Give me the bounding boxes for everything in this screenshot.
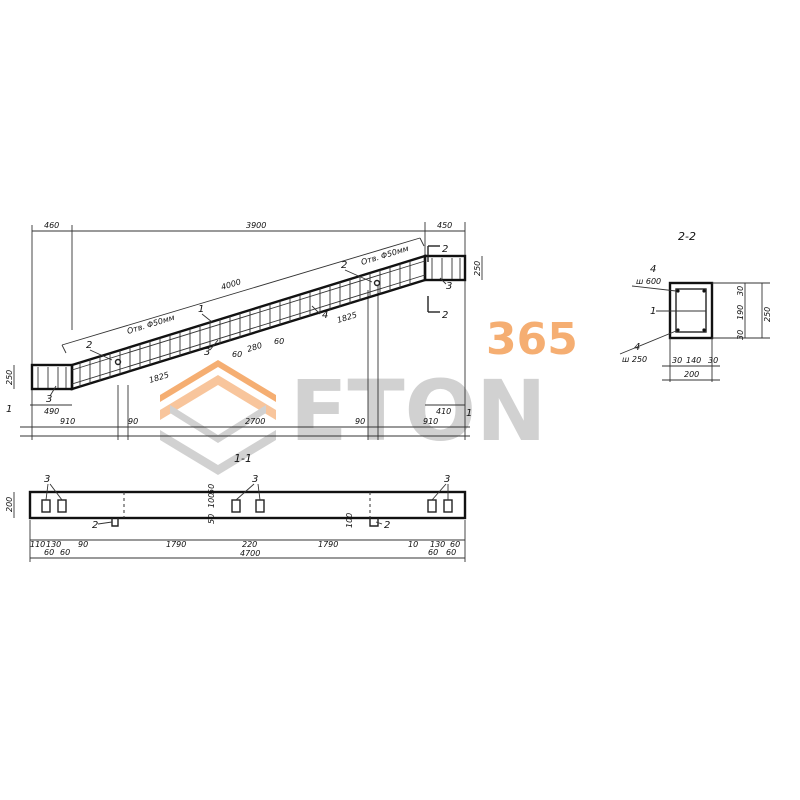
- dim-10: 10: [408, 540, 418, 549]
- dim-50-a: 50: [207, 484, 216, 494]
- dim-200: 200: [5, 497, 14, 512]
- mark-4-top-note: ш 600: [636, 277, 661, 286]
- mark-1: 1: [198, 304, 204, 315]
- section-2-marker-bot: 2: [442, 310, 448, 321]
- mark-2-right: 2: [384, 520, 390, 531]
- dim-110: 110: [30, 540, 45, 549]
- dim-top-mid: 3900: [246, 221, 266, 230]
- stirrups: [37, 258, 461, 388]
- mark-4: 4: [322, 310, 328, 321]
- dim-140: 140: [686, 356, 701, 365]
- dim-60-r1: 60: [428, 548, 438, 557]
- section-2-2-title: 2-2: [678, 230, 696, 243]
- section-1-marker-left: 1: [6, 404, 12, 415]
- dim-1825-upper: 1825: [336, 310, 358, 325]
- mark-2-left: 2: [92, 520, 98, 531]
- dim-60-l1: 60: [44, 548, 54, 557]
- dim-90-right: 90: [355, 417, 365, 426]
- mark-1: 1: [650, 306, 656, 317]
- dim-30-l: 30: [672, 356, 682, 365]
- dim-30-top: 30: [736, 286, 745, 296]
- dim-910-right: 910: [423, 417, 438, 426]
- dim-130-r: 130: [430, 540, 445, 549]
- section-1-1-title: 1-1: [234, 452, 252, 465]
- mark-3-left: 3: [46, 394, 52, 405]
- dim-910-left: 910: [60, 417, 75, 426]
- section-1-1: 1-1 200 50 100 50 100 3 3 3 2 2: [5, 452, 467, 562]
- dim-410: 410: [436, 407, 451, 416]
- hole-left-icon: [114, 358, 122, 366]
- dim-top-left: 460: [44, 221, 59, 230]
- dim-200: 200: [684, 370, 699, 379]
- dim-90-left: 90: [128, 417, 138, 426]
- dim-30-r: 30: [708, 356, 718, 365]
- dim-1790-r: 1790: [318, 540, 338, 549]
- dim-90: 90: [78, 540, 88, 549]
- dim-130-l: 130: [46, 540, 61, 549]
- mark-3-right: 3: [446, 281, 452, 292]
- dim-60-b: 60: [274, 337, 284, 346]
- section-1-marker-right: 1: [466, 408, 472, 419]
- mark-3-mid: 3: [252, 474, 258, 485]
- mark-2-left: 2: [86, 340, 92, 351]
- dim-60-a: 60: [232, 350, 242, 359]
- watermark-number: 365: [486, 314, 578, 365]
- dim-diagonal: 4000: [220, 277, 242, 292]
- dim-1790-l: 1790: [166, 540, 186, 549]
- dim-top-right: 450: [437, 221, 452, 230]
- hole-note-left: Отв. Φ50мм: [126, 313, 176, 336]
- mark-4-bot: 4: [634, 342, 640, 353]
- dim-100-b: 100: [345, 513, 354, 528]
- dim-2700: 2700: [245, 417, 265, 426]
- mark-3-left: 3: [44, 474, 50, 485]
- stair-elevation: 460 3900 450 910 90 2700 90 910: [5, 221, 483, 440]
- dim-60-r2: 60: [446, 548, 456, 557]
- dim-4700: 4700: [240, 549, 260, 558]
- watermark-brand: ETON: [290, 362, 546, 460]
- dim-60-r0: 60: [450, 540, 460, 549]
- dim-100-a: 100: [207, 493, 216, 508]
- hole-right-icon: [373, 279, 381, 287]
- dim-250-left: 250: [5, 370, 14, 385]
- mark-2-right: 2: [341, 260, 347, 271]
- mark-4-bot-note: ш 250: [622, 355, 647, 364]
- watermark-logo-icon: [160, 360, 276, 475]
- dim-1825-lower: 1825: [148, 370, 170, 385]
- dim-250: 250: [763, 307, 772, 322]
- dim-280: 280: [246, 341, 263, 354]
- dim-50-b: 50: [207, 514, 216, 524]
- mark-3-right: 3: [444, 474, 450, 485]
- section-2-2: 2-2 4 ш 600 1 4 ш 250 30 190 30 250 30 1…: [619, 230, 772, 382]
- mark-4-top: 4: [650, 264, 656, 275]
- watermark: 365 ETON: [160, 314, 578, 475]
- mark-3-mid: 3: [204, 347, 210, 358]
- section-2-marker-top: 2: [442, 244, 448, 255]
- dim-250-right: 250: [473, 261, 482, 276]
- dim-220: 220: [242, 540, 257, 549]
- dim-190: 190: [736, 305, 745, 320]
- dim-30-bot: 30: [736, 330, 745, 340]
- dim-60-l2: 60: [60, 548, 70, 557]
- dim-490: 490: [44, 407, 59, 416]
